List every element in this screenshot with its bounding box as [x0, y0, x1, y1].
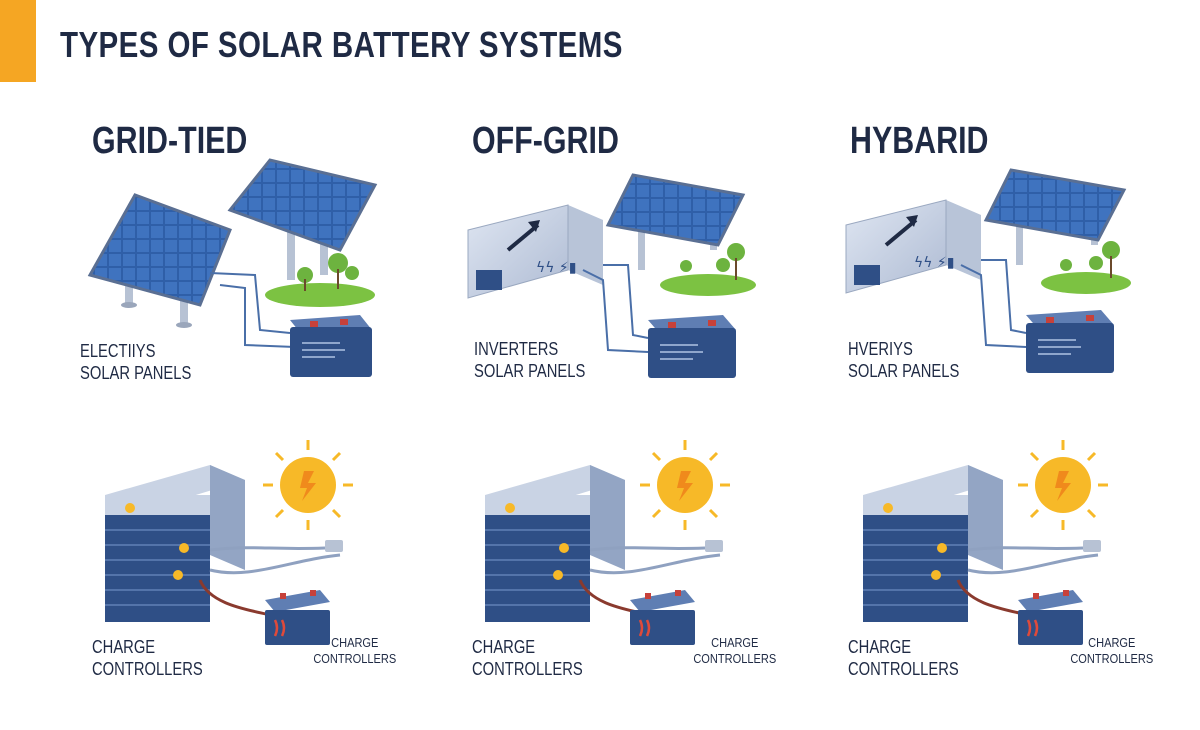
charge-controller-illustration: [485, 440, 730, 645]
hybrid-illustration: ϟϟ ⚡▮: [845, 168, 1131, 373]
svg-text:ϟϟ ⚡▮: ϟϟ ⚡▮: [536, 260, 576, 276]
svg-text:ϟϟ ⚡▮: ϟϟ ⚡▮: [914, 255, 954, 271]
column-heading: GRID-TIED: [92, 120, 248, 162]
title-accent-bar: [0, 0, 36, 82]
charge-controller-illustration: [863, 440, 1108, 645]
column-heading: OFF-GRID: [472, 120, 619, 162]
page-title: TYPES OF SOLAR BATTERY SYSTEMS: [60, 24, 623, 65]
off-grid-illustration: ϟϟ ⚡▮: [467, 173, 756, 378]
charge-controller-illustration: [105, 440, 353, 645]
column-heading: HYBARID: [850, 120, 989, 162]
grid-tied-illustration: [87, 158, 378, 377]
